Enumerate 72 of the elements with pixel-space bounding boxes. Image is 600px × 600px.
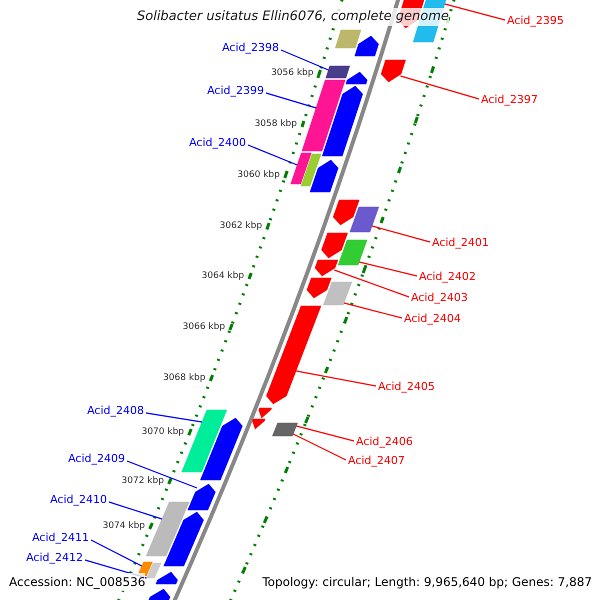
gene-block	[338, 240, 368, 266]
gene-pentagon	[346, 72, 368, 84]
gene-pentagon	[314, 260, 338, 276]
accession-text: Accession: NC_008536	[9, 573, 146, 591]
gene-label: Acid_2400	[189, 135, 246, 151]
gene-pentagon	[380, 60, 406, 82]
gene-label: Acid_2407	[348, 453, 405, 469]
leader-line	[90, 539, 142, 567]
gene-label: Acid_2399	[207, 83, 264, 99]
gene-pentagon	[310, 160, 338, 192]
leader-line	[108, 501, 162, 520]
gene-label: Acid_2395	[507, 13, 564, 29]
gene-label: Acid_2397	[481, 92, 538, 108]
scale-label: 3058 kbp	[254, 118, 297, 130]
gene-block	[290, 152, 312, 184]
leader-line	[344, 302, 402, 319]
gene-block	[300, 154, 322, 186]
leader-line	[280, 49, 329, 71]
gene-pentagon	[266, 306, 322, 404]
gene-label: Acid_2401	[432, 235, 489, 251]
gene-pentagon	[354, 36, 379, 56]
leader-line	[146, 412, 202, 423]
gene-pentagon	[332, 200, 360, 226]
gene-block	[272, 422, 298, 436]
leader-line	[296, 425, 354, 442]
gene-block	[302, 80, 346, 152]
scale-label: 3068 kbp	[163, 372, 206, 384]
leader-line	[296, 370, 376, 387]
gene-pentagon	[258, 408, 272, 418]
scale-label: 3056 kbp	[271, 67, 314, 79]
leader-line	[126, 460, 198, 489]
leader-line	[248, 144, 298, 166]
gene-block	[146, 562, 162, 578]
gene-pentagon	[322, 86, 363, 156]
gene-label: Acid_2405	[378, 379, 435, 395]
gene-label: Acid_2402	[419, 269, 476, 285]
gene-pentagon	[164, 512, 204, 566]
scale-label: 3062 kbp	[220, 220, 262, 232]
leader-line	[372, 225, 430, 243]
gene-pentagon	[188, 484, 216, 510]
scale-label: 3070 kbp	[142, 426, 184, 438]
gene-block	[146, 502, 190, 556]
gene-block	[350, 206, 380, 232]
gene-pentagon	[200, 418, 243, 480]
gene-block	[323, 282, 352, 306]
gene-label: Acid_2398	[222, 40, 279, 56]
gene-pentagon	[321, 232, 348, 258]
scale-label: 3074 kbp	[102, 520, 145, 532]
gene-label: Acid_2412	[26, 550, 83, 566]
gene-pentagon	[306, 278, 332, 298]
scale-label: 3060 kbp	[237, 169, 280, 181]
gene-pentagon	[156, 572, 178, 584]
leader-line	[334, 269, 410, 298]
scale-label: 3066 kbp	[182, 321, 226, 333]
scale-label: 3072 kbp	[122, 475, 164, 487]
leader-line	[444, 3, 506, 21]
gene-pentagon	[252, 418, 266, 430]
leader-line	[292, 433, 346, 461]
title: Solibacter usitatus Ellin6076, complete genome	[137, 8, 449, 26]
gene-block	[335, 30, 362, 48]
leader-line	[359, 261, 418, 277]
gene-label: Acid_2404	[404, 311, 461, 327]
gene-label: Acid_2410	[50, 492, 107, 508]
gene-label: Acid_2403	[411, 290, 468, 306]
gene-label: Acid_2406	[356, 434, 413, 450]
scale-label: 3064 kbp	[202, 270, 244, 282]
leader-line	[266, 92, 316, 109]
gene-pentagon	[148, 588, 170, 600]
leader-line	[400, 75, 480, 100]
gene-label: Acid_2409	[68, 451, 125, 467]
gene-label: Acid_2408	[87, 403, 144, 419]
gene-label: Acid_2411	[32, 530, 89, 546]
